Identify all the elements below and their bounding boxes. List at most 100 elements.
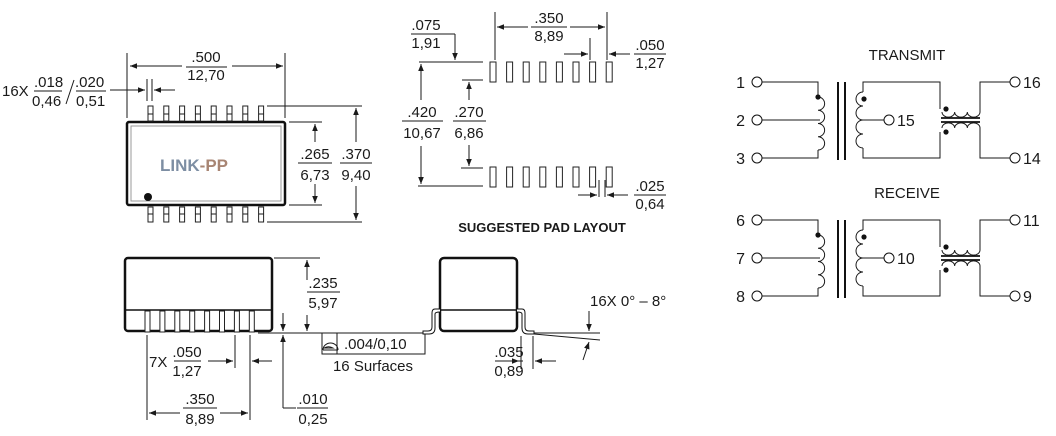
wire [979,128,1010,159]
end-body [438,256,519,333]
wire [979,81,1010,112]
pad-span-in: .350 [534,10,563,27]
package-body [125,120,287,207]
pin-label: 7 [736,251,745,268]
dim-length-mm: 12,70 [187,67,225,84]
side-span-in: .350 [185,391,214,408]
pad-span-mm: 8,89 [534,28,563,45]
wire [979,266,1010,297]
lead-angle: 16X 0° – 8° [590,293,666,310]
pin-label: 11 [1023,213,1040,230]
terminal-circle [1009,290,1021,302]
pad-inner-mm: 6,86 [454,125,483,142]
pad-pitch-mm: 1,27 [635,55,664,72]
polarity-dot [861,234,867,240]
left-lead [422,308,441,335]
polarity-dot [943,244,949,250]
body-width-in: .265 [300,146,329,163]
side-pin [248,310,255,333]
top-pins [147,105,265,223]
dim-length-in: .500 [191,49,220,66]
side-pitch-mm: 1,27 [172,363,201,380]
pin-label: 2 [736,113,745,130]
lead-in: .035 [494,344,523,361]
pad-top [555,61,563,83]
coplanarity-frame [321,332,426,355]
pads [489,61,613,188]
pad-top [489,61,497,83]
logo: LINK-PP [160,156,228,175]
overall-width-mm: 9,40 [341,167,370,184]
pin-label: 14 [1023,151,1041,168]
choke-coil-lower [941,122,981,129]
profile-surface-icon [322,342,339,351]
side-pin [174,310,181,333]
pin-label: 16 [1023,75,1041,92]
lead-mm: 0,89 [494,363,523,380]
side-pin [233,310,240,333]
pin1-marker [144,193,152,201]
end-view: .035 0,89 16X 0° – 8° [422,256,666,380]
polarity-dot [815,232,821,238]
side-pin [219,310,225,333]
pin-label: 9 [1023,289,1032,306]
choke-coil-upper [941,111,981,118]
wire [762,288,819,297]
standoff-in: .010 [298,391,327,408]
side-span-mm: 8,89 [185,411,214,428]
pin-label: 3 [736,151,745,168]
choke-coil-upper [941,249,981,256]
terminal-circle [1009,214,1021,226]
pin-label: 10 [897,251,915,268]
coplanarity-value: .004/0,10 [344,336,407,353]
pad-bottom [522,166,530,188]
primary-coil [817,234,826,289]
pin-label: 15 [897,113,915,130]
pin-label: 8 [736,289,745,306]
pin-count: 16X [2,83,29,100]
wire [762,150,819,159]
wire [862,81,941,109]
overall-width-in: .370 [341,146,370,163]
pin-label: 6 [736,213,745,230]
pad-bottom [589,166,597,188]
side-pin [144,310,151,333]
pad-top [589,61,597,83]
pad-bottom [489,166,497,188]
side-pin [159,310,166,333]
top-view: LINK-PP .500 12,70 16X .018 0,46 .020 0,… [2,49,372,223]
terminal-circle [751,290,763,302]
terminal-circle [751,152,763,164]
polarity-dot [861,96,867,102]
wire [762,219,819,235]
pad-bottom [605,166,613,188]
terminal-circle [1009,76,1021,88]
height-mm: 5,97 [308,295,337,312]
side-pin [189,310,196,333]
pad-outer-mm: 10,67 [403,125,441,142]
wire [862,219,941,247]
terminal-circle [751,114,763,126]
pad-bottom [555,166,563,188]
pad-offset-mm: 1,91 [411,35,440,52]
terminal-circle [883,114,895,126]
polarity-dot [815,94,821,100]
pin-width-min-mm: 0,46 [32,93,61,110]
choke-coil-lower [941,260,981,267]
terminal-circle [751,214,763,226]
pad-top [605,61,613,83]
pin-width-max-in: .020 [75,74,104,91]
pad-pitch-in: .050 [635,37,664,54]
right-lead [516,308,535,335]
terminal-circle [751,252,763,264]
pad-outer-in: .420 [407,104,436,121]
pad-layout-title: SUGGESTED PAD LAYOUT [458,220,626,235]
polarity-dot [943,267,949,273]
pad-offset-in: .075 [411,17,440,34]
side-pins [144,310,255,333]
polarity-dot [943,106,949,112]
wire [979,219,1010,250]
pin-width-min-in: .018 [34,74,63,91]
